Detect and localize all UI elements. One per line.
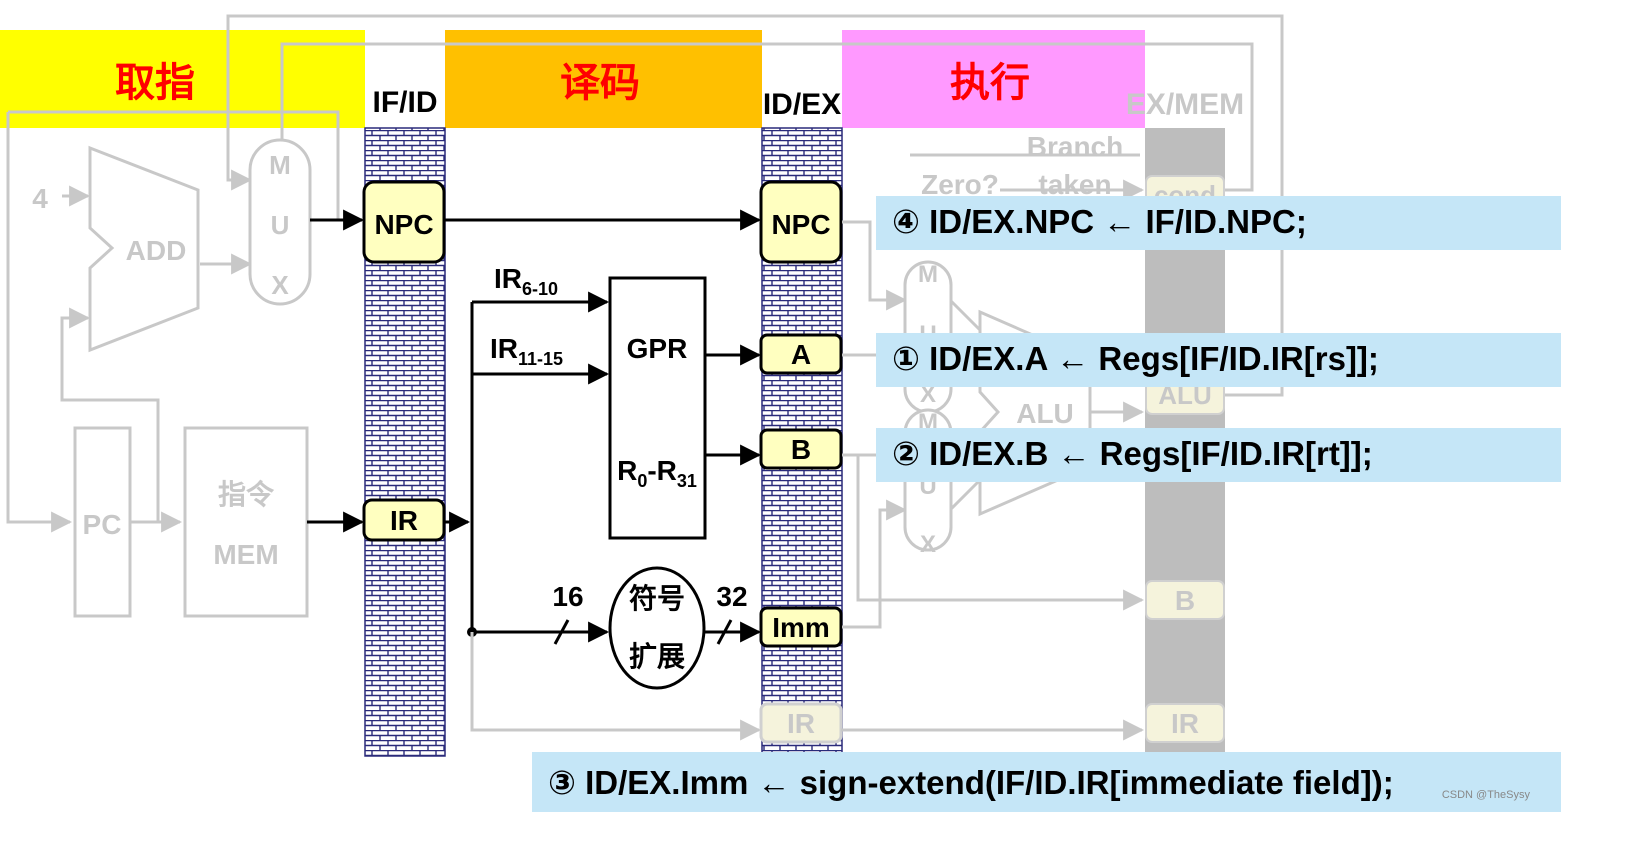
ir-forward-wire bbox=[470, 632, 762, 741]
annotation-imm: ③ ID/EX.Imm ← sign-extend(IF/ID.IR[immed… bbox=[548, 764, 1394, 801]
annotation-a: ① ID/EX.A ← Regs[IF/ID.IR[rs]]; bbox=[892, 340, 1379, 377]
execute-mux-top-m: M bbox=[918, 261, 938, 288]
ifid-npc-field bbox=[362, 180, 446, 264]
constant-four: 4 bbox=[32, 183, 48, 214]
idex-ir-label: IR bbox=[787, 708, 815, 739]
decode-band bbox=[445, 30, 762, 128]
idex-ir-field bbox=[759, 702, 843, 744]
gpr-box bbox=[608, 276, 707, 540]
fetch-mux-u: U bbox=[271, 210, 290, 240]
instruction-memory bbox=[183, 426, 309, 618]
watermark: CSDN @TheSysy bbox=[1442, 789, 1531, 801]
annotation-b-box bbox=[876, 428, 1561, 482]
ir-rs-field-label: IR6-10 bbox=[494, 263, 558, 299]
instruction-memory-label-2: MEM bbox=[213, 539, 278, 570]
idex-b-label: B bbox=[791, 434, 811, 465]
exmem-label: EX/MEM bbox=[1126, 88, 1244, 121]
annotation-npc: ④ ID/EX.NPC ← IF/ID.NPC; bbox=[892, 203, 1307, 240]
idex-a-field bbox=[759, 333, 843, 375]
execute-mux-top-x: X bbox=[920, 381, 936, 408]
annotation-imm-box bbox=[532, 752, 1561, 812]
branch-label: Branch bbox=[1027, 131, 1123, 162]
exmem-ir-field bbox=[1145, 703, 1225, 743]
idex-imm-label: Imm bbox=[772, 612, 830, 643]
idex-a-label: A bbox=[791, 339, 811, 370]
annotation-b: ② ID/EX.B ← Regs[IF/ID.IR[rt]]; bbox=[892, 435, 1373, 472]
pc-label: PC bbox=[83, 509, 122, 540]
idex-imm-field bbox=[759, 606, 843, 648]
taken-label: taken bbox=[1038, 169, 1111, 200]
sign-extend-label-2: 扩展 bbox=[629, 641, 685, 672]
sign-extend-unit bbox=[608, 566, 706, 690]
add-unit bbox=[88, 145, 200, 353]
annotation-npc-box bbox=[876, 196, 1561, 250]
stage-execute-label: 执行 bbox=[950, 61, 1030, 105]
exmem-b-label: B bbox=[1175, 585, 1195, 616]
idex-npc-label: NPC bbox=[771, 209, 830, 240]
register-range-label: R0-R31 bbox=[617, 455, 697, 491]
idex-npc-field bbox=[759, 180, 843, 264]
stage-fetch-label: 取指 bbox=[115, 61, 195, 105]
execute-band bbox=[842, 30, 1145, 128]
sign-extend-label-1: 符号 bbox=[629, 582, 685, 614]
ifid-ir-field bbox=[362, 498, 446, 542]
execute-mux-bottom-x: X bbox=[920, 531, 936, 558]
ir-rt-field-label: IR11-15 bbox=[490, 333, 563, 369]
alu-label: ALU bbox=[1016, 398, 1074, 429]
annotation-a-box bbox=[876, 333, 1561, 387]
fetch-mux-x: X bbox=[271, 270, 289, 300]
exmem-b-field bbox=[1145, 580, 1225, 620]
exmem-ir-label: IR bbox=[1171, 708, 1199, 739]
add-label: ADD bbox=[126, 235, 187, 266]
stage-decode-label: 译码 bbox=[560, 61, 640, 105]
fetch-mux bbox=[248, 138, 312, 306]
gpr-label: GPR bbox=[627, 333, 688, 364]
instruction-memory-label-1: 指令 bbox=[218, 478, 275, 510]
width-32-label: 32 bbox=[716, 581, 747, 612]
pc-box bbox=[73, 426, 132, 618]
ifid-label: IF/ID bbox=[373, 86, 438, 119]
ifid-ir-label: IR bbox=[390, 505, 418, 536]
fetch-mux-m: M bbox=[269, 150, 291, 180]
zero-test-label: Zero? bbox=[921, 169, 999, 200]
idex-label: ID/EX bbox=[763, 88, 841, 121]
width-16-label: 16 bbox=[552, 581, 583, 612]
ifid-npc-label: NPC bbox=[374, 209, 433, 240]
idex-b-field bbox=[759, 428, 843, 470]
